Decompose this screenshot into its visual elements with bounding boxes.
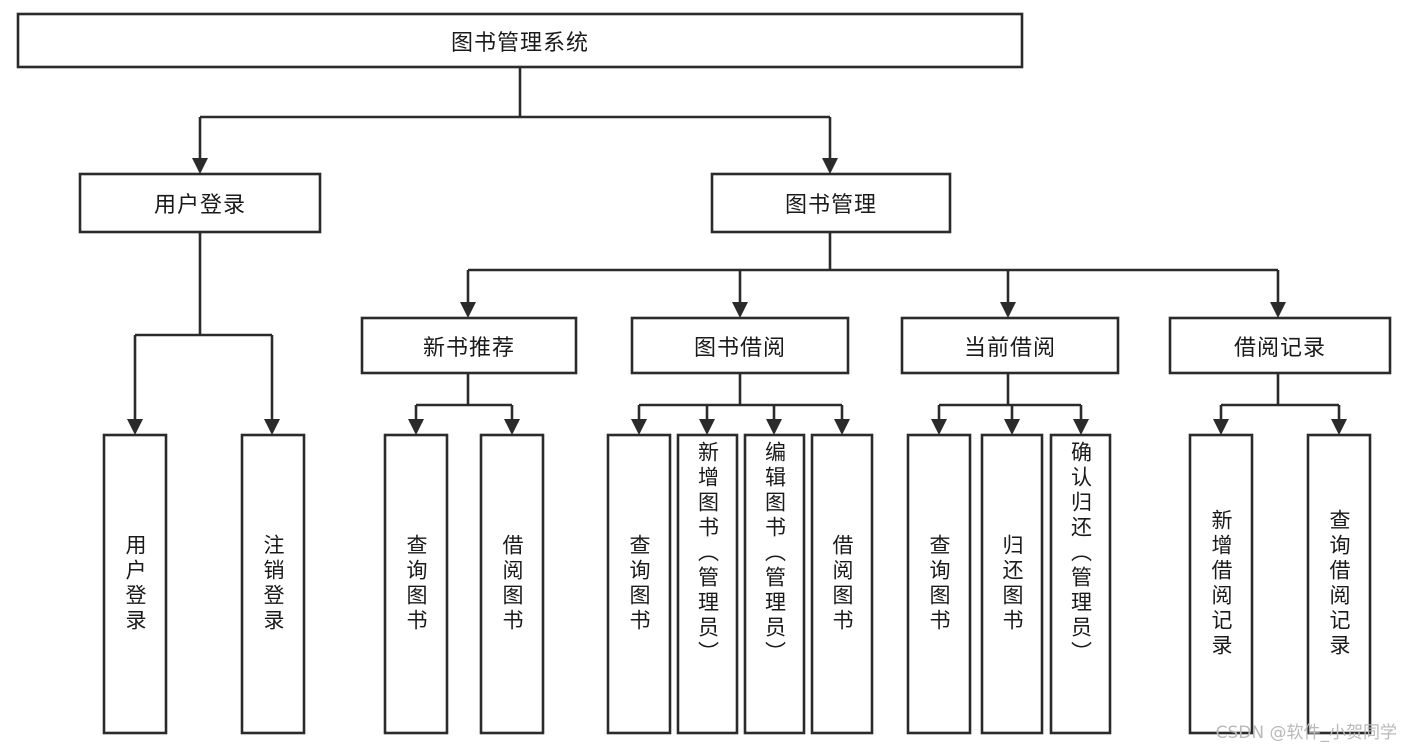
node-book-borrow-box[interactable]	[630, 316, 850, 375]
arrow-bm-to-book-borrow	[732, 302, 748, 318]
arrow-cb-l2	[1004, 419, 1020, 435]
arrow-bb-l2	[699, 419, 715, 435]
leaf-borrow-book-2-box[interactable]	[810, 433, 874, 735]
leaf-query-book-3-box[interactable]	[906, 433, 972, 735]
leaf-add-book-box[interactable]	[676, 433, 739, 735]
leaf-user-login-box[interactable]	[102, 433, 168, 735]
arrow-bb-l4	[834, 419, 850, 435]
arrow-br-l1	[1213, 419, 1229, 435]
arrow-bb-l1	[631, 419, 647, 435]
arrow-bm-to-borrow-record	[1270, 302, 1286, 318]
node-current-borrow-box[interactable]	[900, 316, 1120, 375]
leaf-query-book-1-box[interactable]	[383, 433, 449, 735]
leaf-return-book-box[interactable]	[980, 433, 1044, 735]
arrow-user-login-l2	[264, 419, 280, 435]
arrow-root-to-user-login	[192, 158, 208, 174]
node-book-manage-box[interactable]	[710, 172, 952, 234]
arrow-bm-to-new-book	[460, 302, 476, 318]
node-box-layer	[16, 12, 1392, 735]
leaf-logout-box[interactable]	[240, 433, 306, 735]
leaf-query-record-box[interactable]	[1306, 433, 1372, 735]
arrow-cb-l1	[931, 419, 947, 435]
arrow-nb-l1	[408, 419, 424, 435]
node-borrow-record-box[interactable]	[1168, 316, 1392, 375]
node-new-book-rec-box[interactable]	[360, 316, 578, 375]
arrow-root-to-book-manage	[822, 158, 838, 174]
leaf-query-book-2-box[interactable]	[606, 433, 672, 735]
connector-layer	[127, 67, 1347, 435]
arrow-br-l2	[1331, 419, 1347, 435]
node-user-login-box[interactable]	[78, 172, 322, 234]
arrow-nb-l2	[504, 419, 520, 435]
leaf-confirm-return-box[interactable]	[1049, 433, 1112, 735]
arrow-bb-l3	[766, 419, 782, 435]
leaf-add-record-box[interactable]	[1188, 433, 1254, 735]
arrow-bm-to-current-borrow	[1000, 302, 1016, 318]
arrow-user-login-l1	[127, 419, 143, 435]
leaf-edit-book-box[interactable]	[743, 433, 806, 735]
arrow-cb-l3	[1073, 419, 1089, 435]
leaf-borrow-book-1-box[interactable]	[479, 433, 545, 735]
node-root-box[interactable]	[16, 12, 1024, 69]
